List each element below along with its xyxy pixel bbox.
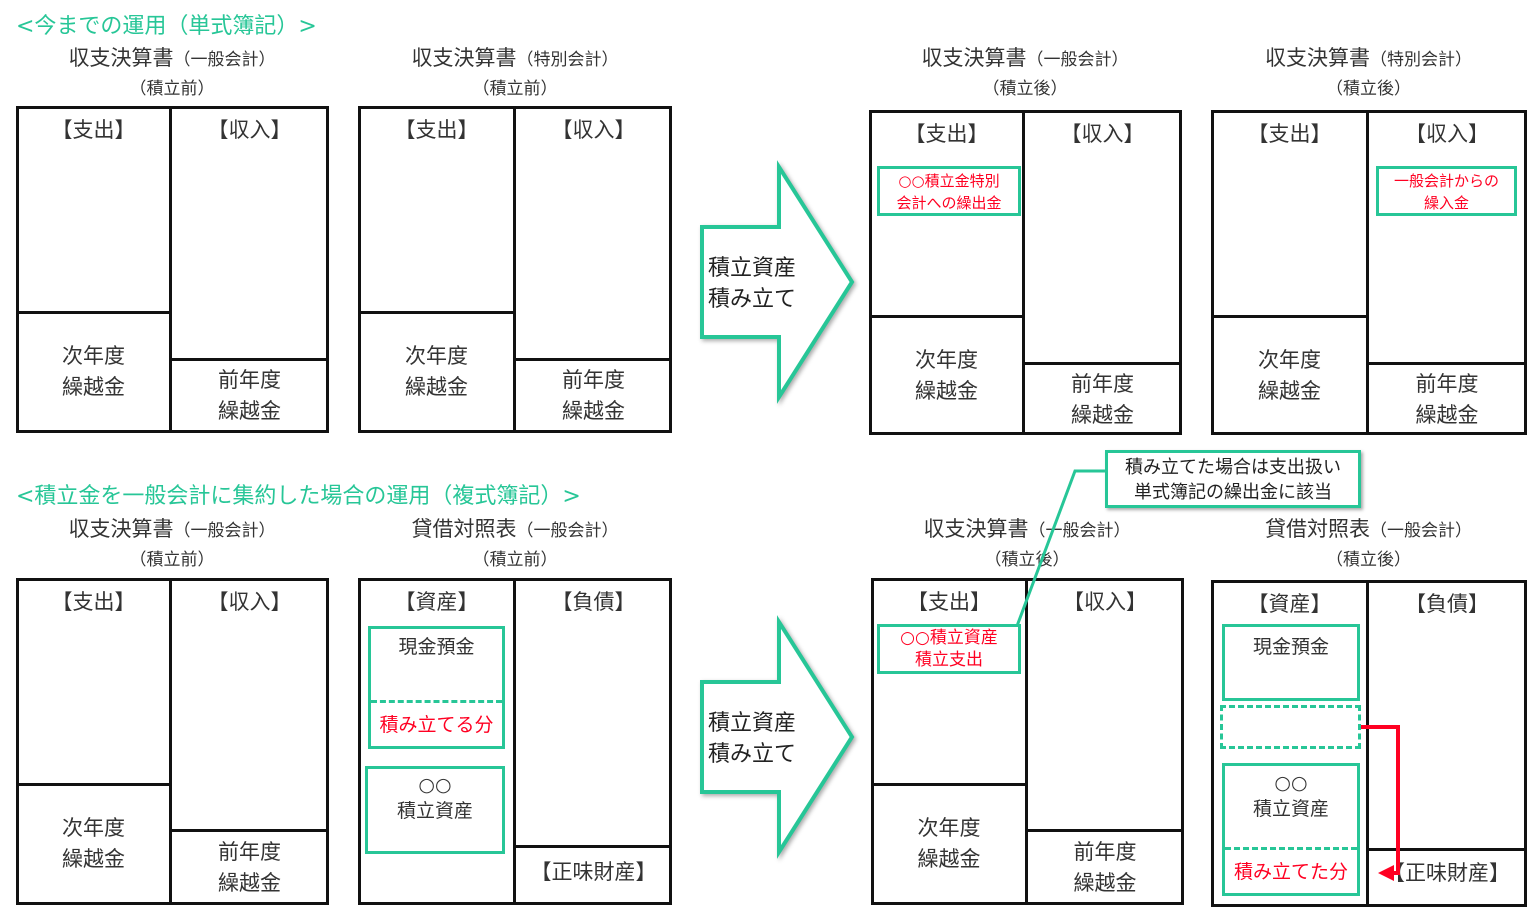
panel-c-box <box>869 110 1182 435</box>
reserve-asset-box <box>365 766 505 854</box>
next-carry-label: 次年度 繰越金 <box>62 344 125 399</box>
panel-h-title: 貸借対照表（一般会計） <box>1265 517 1472 541</box>
panel-g-subtitle: （積立後） <box>984 550 1070 570</box>
panel-b-title: 収支決算書（特別会計） <box>411 46 619 70</box>
income-label: 【収入】 <box>207 590 292 614</box>
expense-label: 【支出】 <box>51 590 136 614</box>
transfer-out-note: ○○積立金特別 会計への繰出金 <box>877 166 1021 216</box>
panel-d-subtitle: （積立後） <box>1326 79 1411 99</box>
panel-e-box <box>16 578 329 905</box>
panel-d-box <box>1211 110 1527 435</box>
prev-carry-label: 前年度 繰越金 <box>1073 840 1137 895</box>
right-arrow-icon <box>700 615 855 859</box>
panel-f-title: 貸借対照表（一般会計） <box>411 517 619 541</box>
income-label: 【収入】 <box>1405 122 1489 146</box>
prev-carry-label: 前年度 繰越金 <box>218 840 281 895</box>
liabilities-label: 【負債】 <box>551 590 636 614</box>
next-carry-label: 次年度 繰越金 <box>405 344 468 399</box>
to-reserve-label: 積み立てる分 <box>379 714 494 736</box>
prev-carry-label: 前年度 繰越金 <box>218 368 281 423</box>
next-carry-label: 次年度 繰越金 <box>915 348 978 403</box>
income-label: 【収入】 <box>207 118 292 142</box>
net-assets-label: 【正味財産】 <box>530 860 657 884</box>
panel-c-title: 収支決算書（一般会計） <box>921 46 1129 70</box>
panel-a-subtitle: （積立前） <box>129 79 215 99</box>
expense-label: 【支出】 <box>51 118 136 142</box>
panel-f-subtitle: （積立前） <box>472 550 558 570</box>
panel-c-subtitle: （積立後） <box>982 79 1068 99</box>
prev-carry-label: 前年度 繰越金 <box>1071 372 1134 427</box>
income-label: 【収入】 <box>1060 122 1145 146</box>
next-carry-label: 次年度 繰越金 <box>917 816 981 871</box>
expense-label: 【支出】 <box>904 122 989 146</box>
panel-b-subtitle: （積立前） <box>472 79 558 99</box>
reserved-label: 積み立てた分 <box>1233 861 1348 883</box>
next-carry-label: 次年度 繰越金 <box>1258 348 1321 403</box>
reserve-asset-box <box>1222 763 1360 896</box>
transfer-in-note: 一般会計からの 繰入金 <box>1376 166 1517 216</box>
panel-e-subtitle: （積立前） <box>129 550 215 570</box>
section-title-double-entry: <積立金を一般会計に集約した場合の運用（複式簿記）> <box>16 484 581 509</box>
prev-carry-label: 前年度 繰越金 <box>562 368 625 423</box>
next-carry-label: 次年度 繰越金 <box>62 816 125 871</box>
net-assets-label: 【正味財産】 <box>1384 861 1510 885</box>
right-arrow-icon <box>700 160 855 404</box>
cash-label: 現金預金 <box>1252 636 1329 658</box>
expense-label: 【支出】 <box>907 590 991 614</box>
cash-box <box>368 626 505 749</box>
panel-e-title: 収支決算書（一般会計） <box>68 517 276 541</box>
cash-label: 現金預金 <box>398 636 475 658</box>
prev-carry-label: 前年度 繰越金 <box>1415 372 1479 427</box>
assets-label: 【資産】 <box>394 590 479 614</box>
panel-h-subtitle: （積立後） <box>1326 550 1411 570</box>
income-label: 【収入】 <box>551 118 636 142</box>
section-title-single-entry: <今までの運用（単式簿記）> <box>16 14 317 39</box>
panel-a-box <box>16 106 329 433</box>
reserve-expense-note: ○○積立資産 積立支出 <box>877 624 1021 674</box>
arrow-label: 積立資産 積み立て <box>708 256 797 312</box>
panel-d-title: 収支決算書（特別会計） <box>1265 46 1472 70</box>
arrow-label: 積立資産 積み立て <box>708 711 797 767</box>
cash-box <box>1222 624 1360 701</box>
reserve-asset-label: ○○ 積立資産 <box>396 774 473 822</box>
callout-note: 積み立てた場合は支出扱い 単式簿記の繰出金に該当 <box>1105 450 1361 508</box>
reserve-asset-label: ○○ 積立資産 <box>1252 772 1329 820</box>
income-label: 【収入】 <box>1063 590 1147 614</box>
panel-a-title: 収支決算書（一般会計） <box>68 46 276 70</box>
assets-label: 【資産】 <box>1247 592 1332 616</box>
expense-label: 【支出】 <box>394 118 479 142</box>
expense-label: 【支出】 <box>1247 122 1332 146</box>
liabilities-label: 【負債】 <box>1405 592 1489 616</box>
moved-cash-placeholder <box>1220 705 1361 749</box>
